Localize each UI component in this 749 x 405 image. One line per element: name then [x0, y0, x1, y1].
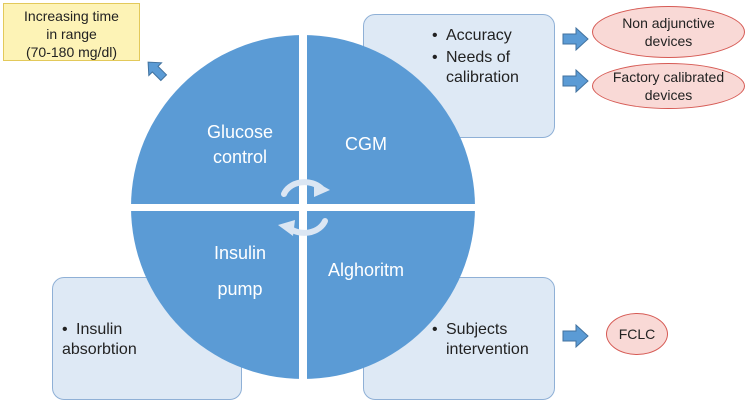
non-adjunctive-text-1: Non adjunctive: [622, 15, 715, 31]
right-arrow-icon: [562, 68, 589, 94]
bullet-icon: •: [432, 27, 438, 44]
glucose-control-label-2: control: [213, 147, 267, 167]
goal-note-line-2: in range: [46, 26, 97, 42]
list-item: • Needs of calibration: [432, 48, 519, 88]
list-item: • Subjects intervention: [432, 320, 529, 360]
quadrant-glucose-control: [131, 35, 299, 204]
non-adjunctive-text-2: devices: [644, 33, 693, 49]
fclc-ellipse: FCLC: [606, 313, 668, 355]
goal-note-line-1: Increasing time: [24, 8, 119, 24]
insulin-absorption-text-2: absorbtion: [62, 341, 137, 358]
subjects-intervention-text-1: Subjects: [446, 321, 508, 338]
factory-calibrated-devices-ellipse: Factory calibrated devices: [592, 63, 745, 109]
insulin-absorption-text-1: Insulin: [76, 321, 123, 338]
right-arrow-icon: [562, 323, 589, 349]
quadrant-insulin-pump: [131, 211, 299, 379]
right-arrow-icon: [562, 26, 589, 52]
factory-calibrated-text-2: devices: [644, 87, 693, 103]
calibration-text-1: Needs of: [446, 49, 511, 66]
insulin-pump-label-1: Insulin: [214, 243, 266, 263]
pump-factors-list: • Insulin absorbtion: [62, 320, 137, 360]
insulin-pump-label-2: pump: [217, 279, 262, 299]
cgm-label: CGM: [345, 134, 387, 154]
bullet-icon: •: [62, 321, 68, 338]
goal-note: Increasing time in range (70-180 mg/dl): [3, 3, 140, 61]
non-adjunctive-devices-ellipse: Non adjunctive devices: [592, 6, 745, 58]
accuracy-text: Accuracy: [446, 27, 512, 44]
bullet-icon: •: [432, 49, 438, 66]
list-item: • Accuracy: [432, 26, 519, 46]
cycle-arrows-icon: [278, 179, 330, 236]
calibration-text-2: calibration: [446, 69, 519, 86]
cgm-factors-list: • Accuracy • Needs of calibration: [432, 26, 519, 88]
goal-note-line-3: (70-180 mg/dl): [25, 44, 118, 60]
factory-calibrated-text-1: Factory calibrated: [612, 69, 725, 85]
up-left-arrow-icon: [147, 61, 168, 82]
bullet-icon: •: [432, 321, 438, 338]
glucose-control-label-1: Glucose: [207, 122, 273, 142]
fclc-text: FCLC: [618, 326, 656, 342]
subjects-intervention-text-2: intervention: [446, 341, 529, 358]
list-item: • Insulin absorbtion: [62, 320, 137, 360]
algorithm-factors-list: • Subjects intervention: [432, 320, 529, 360]
algorithm-label: Alghoritm: [328, 260, 404, 280]
